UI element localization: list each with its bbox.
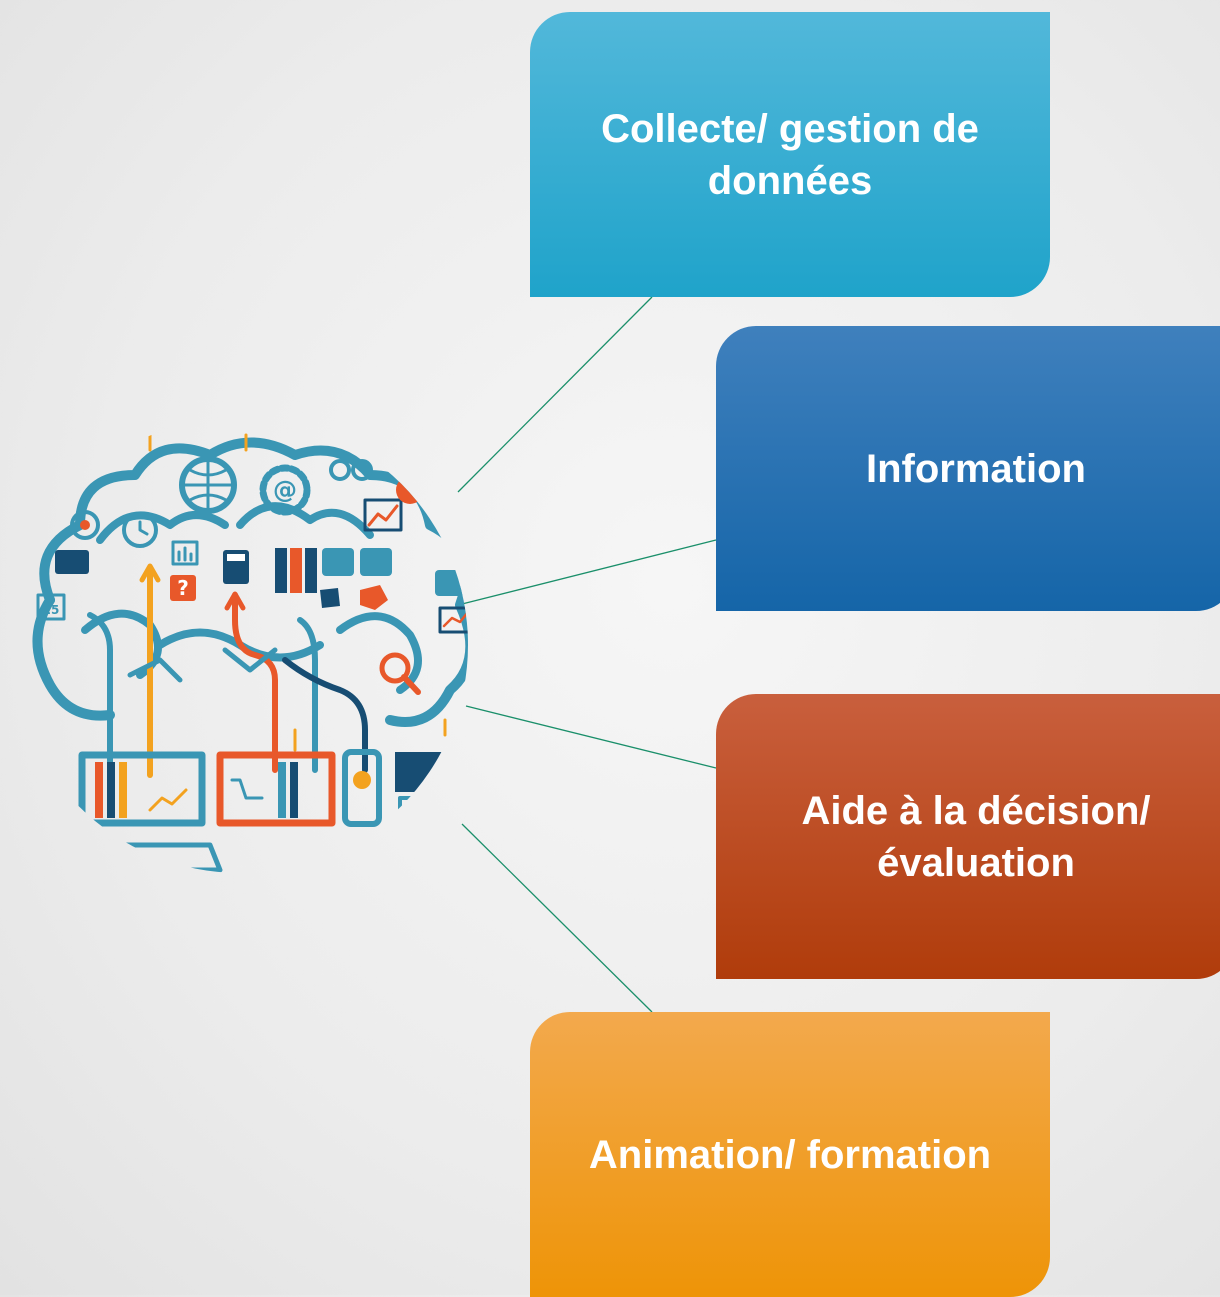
magnifier-icon	[379, 652, 421, 695]
presentation-board-icon	[438, 606, 468, 634]
document-chart-icon	[363, 498, 403, 532]
chat-bubble-icon	[322, 548, 354, 576]
box-animation-formation: Animation/ formation	[530, 1012, 1050, 1297]
chat-bubble-icon	[360, 548, 392, 576]
bar-chart-icon	[171, 540, 199, 566]
phone-icon	[342, 749, 382, 827]
cloud-outline	[39, 437, 468, 727]
box-collecte-gestion: Collecte/ gestion de données	[530, 12, 1050, 297]
books-icon	[275, 548, 317, 593]
briefcase-icon	[55, 550, 89, 574]
monitor-icon	[78, 751, 223, 873]
puzzle-icon	[360, 585, 388, 610]
shopping-monitor-icon	[216, 751, 336, 827]
gear-icon	[396, 476, 424, 504]
shopping-cart-icon	[230, 778, 264, 800]
tablet-icon	[395, 752, 467, 826]
puzzle-icon	[320, 588, 340, 608]
svg-text:@: @	[273, 476, 297, 504]
box-animation-label: Animation/ formation	[588, 1132, 992, 1177]
calendar-icon: 25	[36, 593, 66, 621]
box-collecte-label: Collecte/ gestion de données	[601, 106, 979, 203]
person-icon	[462, 704, 468, 716]
box-aide-decision: Aide à la décision/ évaluation	[716, 694, 1220, 979]
box-information: Information	[716, 326, 1220, 611]
chat-icon	[435, 570, 467, 596]
box-aide-label: Aide à la décision/ évaluation	[801, 788, 1151, 885]
connector-collecte	[457, 296, 653, 493]
svg-text:25: 25	[43, 603, 60, 617]
target-icon	[70, 510, 100, 540]
connector-animation	[461, 823, 653, 1013]
brain-technology-icon: @ 25 ?	[32, 433, 468, 873]
svg-text:?: ?	[177, 576, 189, 600]
box-information-label: Information	[866, 446, 1086, 491]
help-bubble-icon: ?	[170, 575, 196, 601]
calculator-icon	[223, 550, 249, 584]
email-gear-icon	[259, 464, 311, 516]
glasses-icon	[329, 459, 373, 481]
connector-aide	[465, 705, 717, 769]
connector-information	[461, 539, 717, 605]
clock-icon	[122, 512, 158, 548]
